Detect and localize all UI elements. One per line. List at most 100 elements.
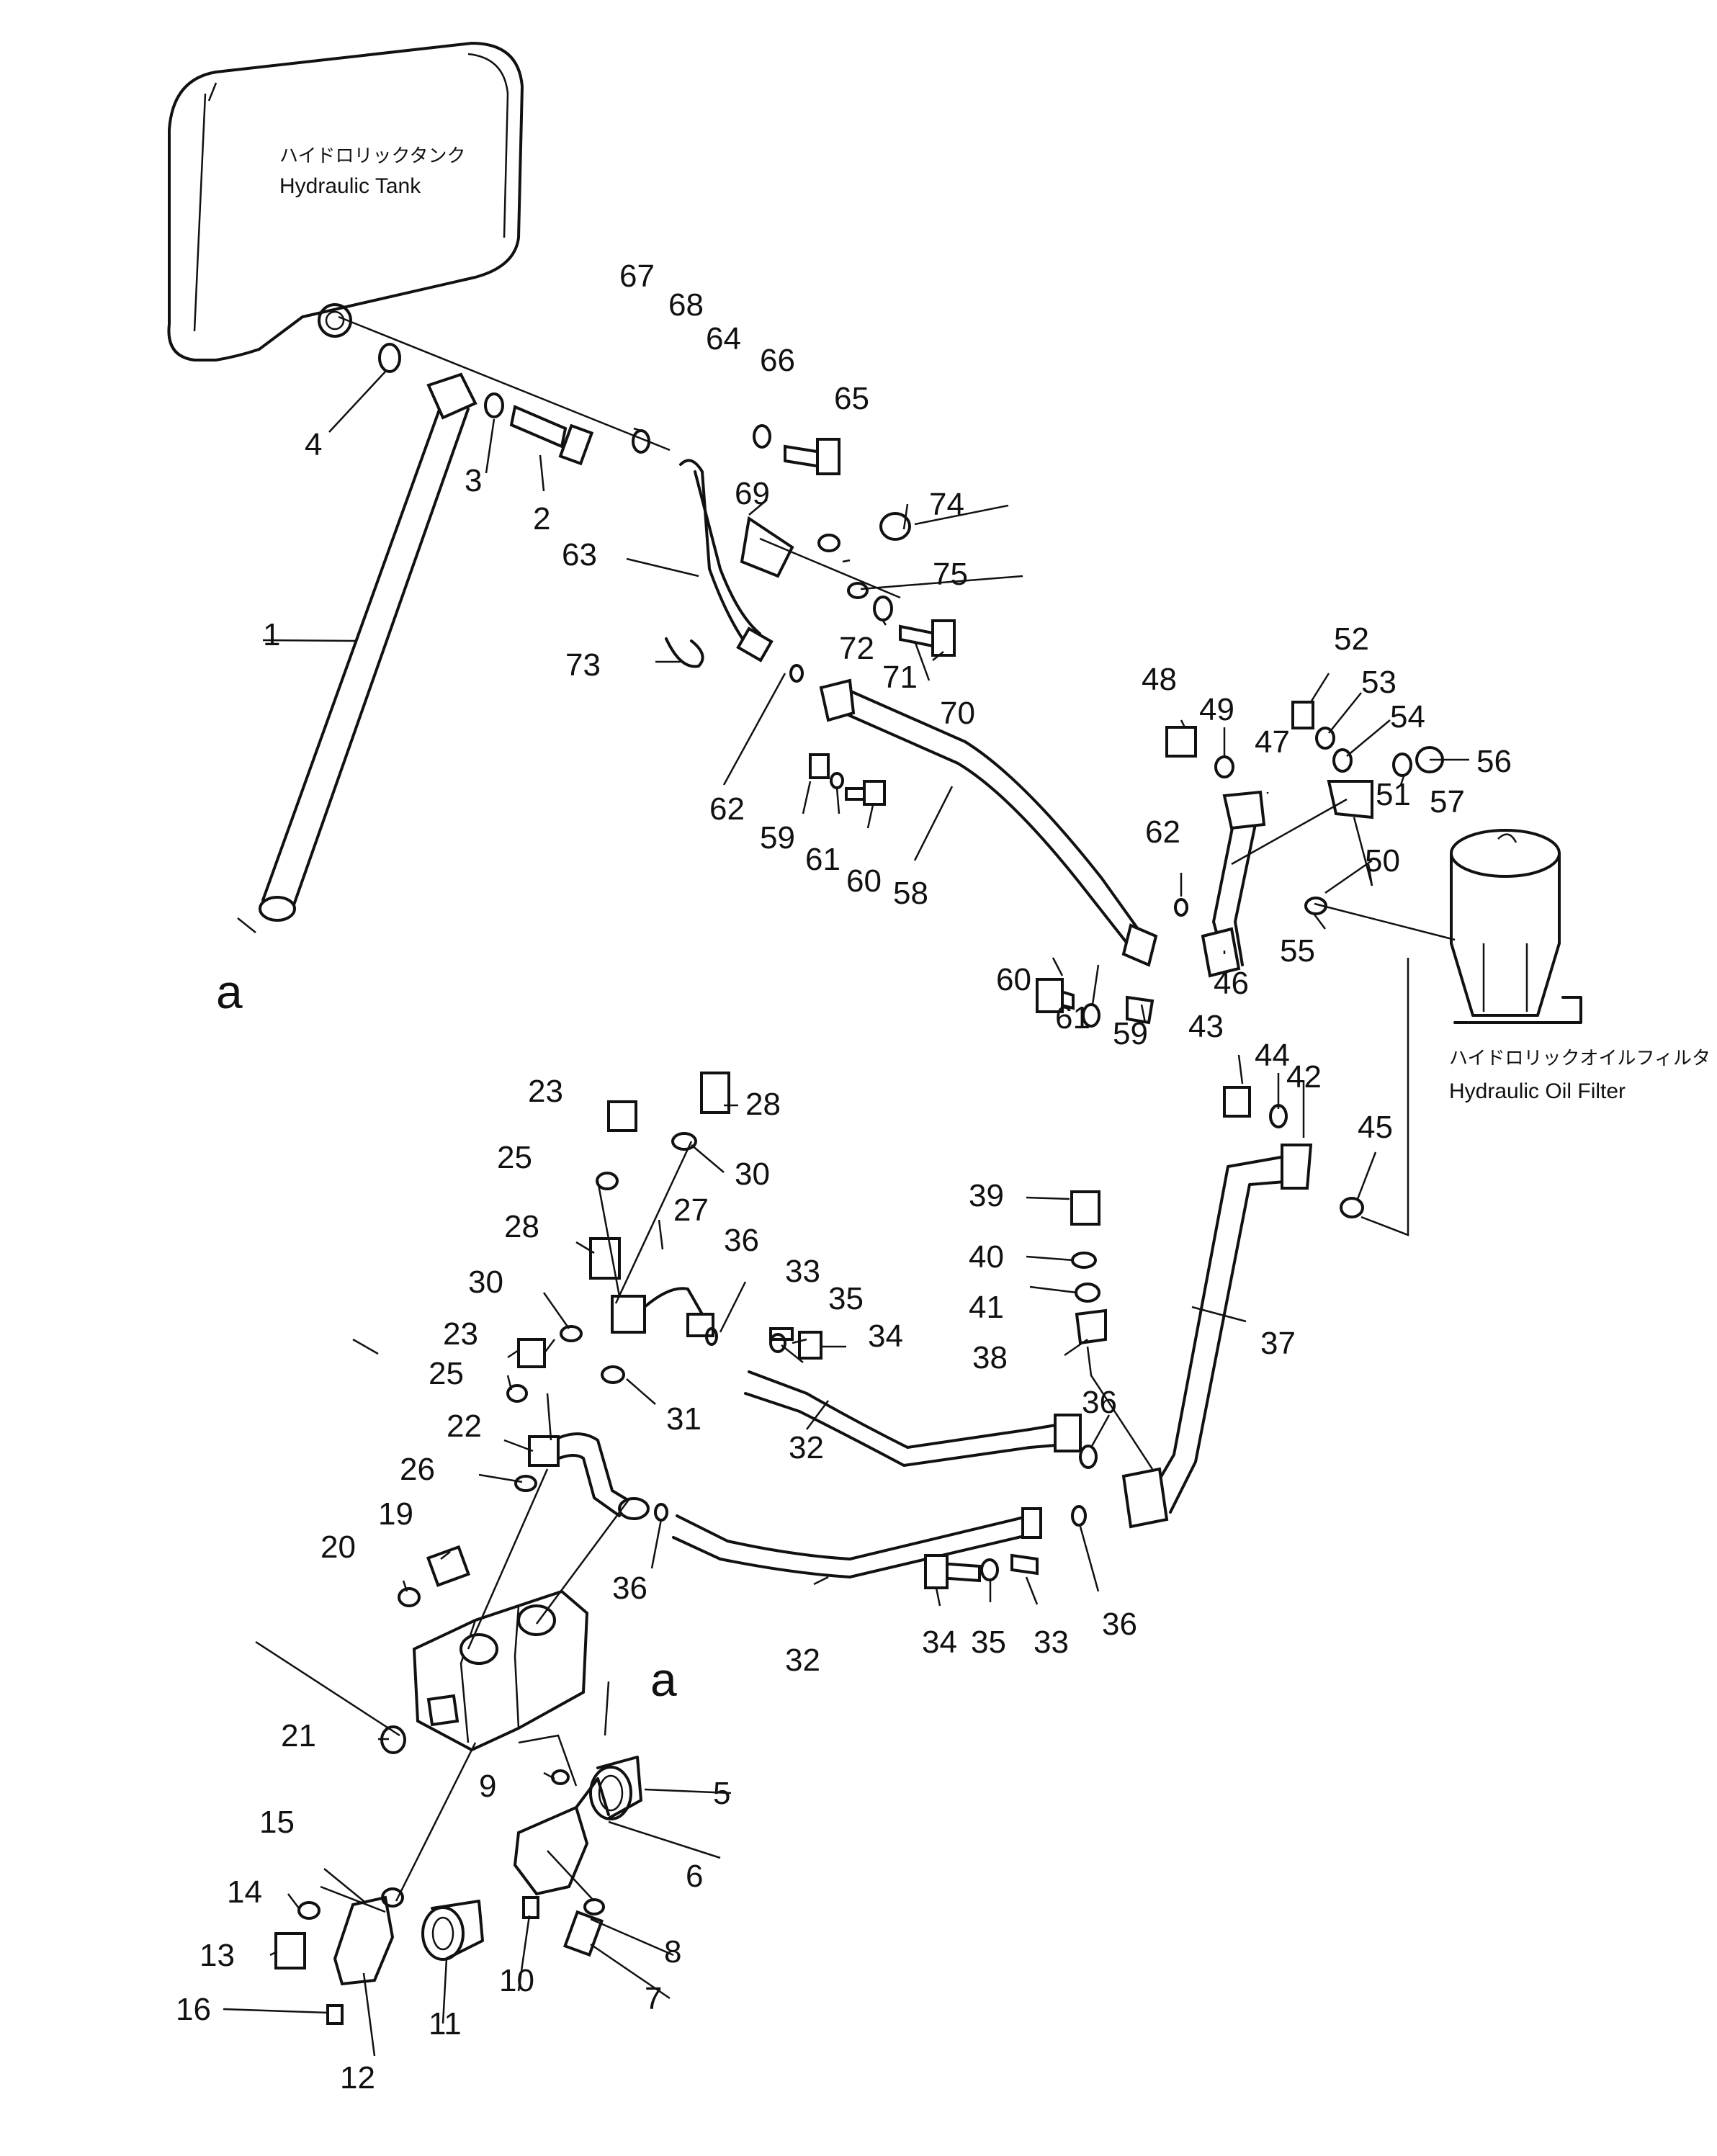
elbow-46-47 <box>1201 790 1266 978</box>
callout-20: 20 <box>320 1530 356 1565</box>
hydraulic-oil-filter: ハイドロリックオイルフィルタ Hydraulic Oil Filter <box>1449 829 1711 1103</box>
pipe-37 <box>1121 1144 1313 1529</box>
callout-40: 40 <box>969 1239 1004 1275</box>
callout-71: 71 <box>882 660 918 695</box>
callout-57: 57 <box>1430 784 1465 819</box>
callout-74: 74 <box>929 487 964 522</box>
callout-60: 60 <box>846 863 882 899</box>
callout-28b: 28 <box>504 1209 539 1244</box>
callout-6: 6 <box>686 1859 703 1894</box>
callout-50: 50 <box>1365 843 1400 879</box>
callout-58: 58 <box>893 876 928 911</box>
callout-9: 9 <box>479 1769 496 1804</box>
callout-63: 63 <box>562 537 597 572</box>
callout-36d: 36 <box>1102 1607 1137 1642</box>
callout-7: 7 <box>645 1981 662 2016</box>
callout-15: 15 <box>259 1805 295 1840</box>
callout-19: 19 <box>378 1496 413 1532</box>
callout-46: 46 <box>1214 966 1249 1001</box>
callout-64: 64 <box>706 321 741 356</box>
callout-8: 8 <box>664 1934 681 1969</box>
callout-37: 37 <box>1260 1326 1296 1361</box>
callout-30: 30 <box>735 1156 770 1192</box>
assembly-lines <box>323 315 1456 1902</box>
callout-47: 47 <box>1255 724 1290 760</box>
callout-49: 49 <box>1199 692 1234 727</box>
callout-67: 67 <box>619 259 655 294</box>
callout-32b: 32 <box>785 1643 820 1678</box>
callout-numbers: 1 2 3 4 5 6 7 8 9 10 11 12 13 14 15 16 1… <box>176 259 1512 2096</box>
callout-62b: 62 <box>1145 814 1180 850</box>
callout-41: 41 <box>969 1290 1004 1325</box>
callout-51: 51 <box>1376 777 1411 812</box>
callout-16: 16 <box>176 1992 211 2027</box>
callout-3: 3 <box>465 463 482 498</box>
callout-39: 39 <box>969 1178 1004 1213</box>
tank-label-jp: ハイドロリックタンク <box>279 145 465 166</box>
hose-63 <box>679 459 774 662</box>
callout-5: 5 <box>713 1776 730 1811</box>
callout-10: 10 <box>499 1963 534 1998</box>
ref-a-lower: a <box>650 1653 677 1706</box>
callout-35: 35 <box>828 1281 864 1316</box>
callout-30b: 30 <box>468 1265 503 1300</box>
hose-32-lower <box>672 1507 1042 1578</box>
hydraulic-tank: ハイドロリックタンク Hydraulic Tank <box>167 41 524 361</box>
callout-38: 38 <box>972 1340 1008 1375</box>
callout-61b: 61 <box>1055 1000 1090 1036</box>
callout-53: 53 <box>1361 665 1397 700</box>
callout-72: 72 <box>839 631 874 666</box>
callout-42: 42 <box>1286 1059 1322 1095</box>
callout-25b: 25 <box>429 1356 464 1391</box>
callout-59: 59 <box>760 820 795 855</box>
callout-33b: 33 <box>1034 1625 1069 1660</box>
ref-a-upper: a <box>216 965 243 1018</box>
tank-label-en: Hydraulic Tank <box>279 174 421 198</box>
callout-21: 21 <box>281 1718 316 1753</box>
callout-48: 48 <box>1142 662 1177 697</box>
filter-label-jp: ハイドロリックオイルフィルタ <box>1449 1047 1711 1069</box>
callout-13: 13 <box>200 1938 235 1973</box>
callout-35b: 35 <box>971 1625 1006 1660</box>
callout-22: 22 <box>447 1409 482 1444</box>
callout-28: 28 <box>745 1087 781 1122</box>
hose-32-upper <box>744 1370 1082 1467</box>
suction-pipe <box>259 372 478 922</box>
callout-70: 70 <box>940 696 975 731</box>
callout-23: 23 <box>528 1074 563 1109</box>
callout-2: 2 <box>533 501 550 536</box>
callout-leaders <box>223 370 1469 2057</box>
callout-52: 52 <box>1334 621 1369 657</box>
callout-65: 65 <box>834 381 869 416</box>
callout-45: 45 <box>1358 1110 1393 1145</box>
callout-36: 36 <box>724 1223 759 1258</box>
callout-59b: 59 <box>1113 1016 1148 1051</box>
fittings-lower <box>333 1756 642 1986</box>
callout-54: 54 <box>1390 699 1425 735</box>
tube-22 <box>528 1432 650 1520</box>
callout-43: 43 <box>1188 1009 1224 1044</box>
callout-36c: 36 <box>612 1571 647 1606</box>
callout-14: 14 <box>227 1874 262 1910</box>
callout-66: 66 <box>760 343 795 378</box>
tube-27 <box>611 1287 714 1337</box>
callout-75: 75 <box>933 557 968 592</box>
callout-34b: 34 <box>922 1625 957 1660</box>
callout-60b: 60 <box>996 962 1031 997</box>
callout-33: 33 <box>785 1254 820 1289</box>
hydraulic-pump <box>412 1589 589 1752</box>
filter-label-en: Hydraulic Oil Filter <box>1449 1079 1626 1103</box>
callout-61: 61 <box>805 842 840 877</box>
callout-69: 69 <box>735 476 770 511</box>
callout-12: 12 <box>340 2060 375 2096</box>
callout-23b: 23 <box>443 1316 478 1352</box>
callout-11: 11 <box>429 2006 462 2042</box>
callout-1: 1 <box>263 617 280 652</box>
callout-55: 55 <box>1280 933 1315 969</box>
callout-73: 73 <box>565 647 601 683</box>
callout-27: 27 <box>673 1192 709 1228</box>
callout-68: 68 <box>668 287 704 323</box>
callout-25: 25 <box>497 1140 532 1175</box>
callout-32: 32 <box>789 1430 824 1465</box>
